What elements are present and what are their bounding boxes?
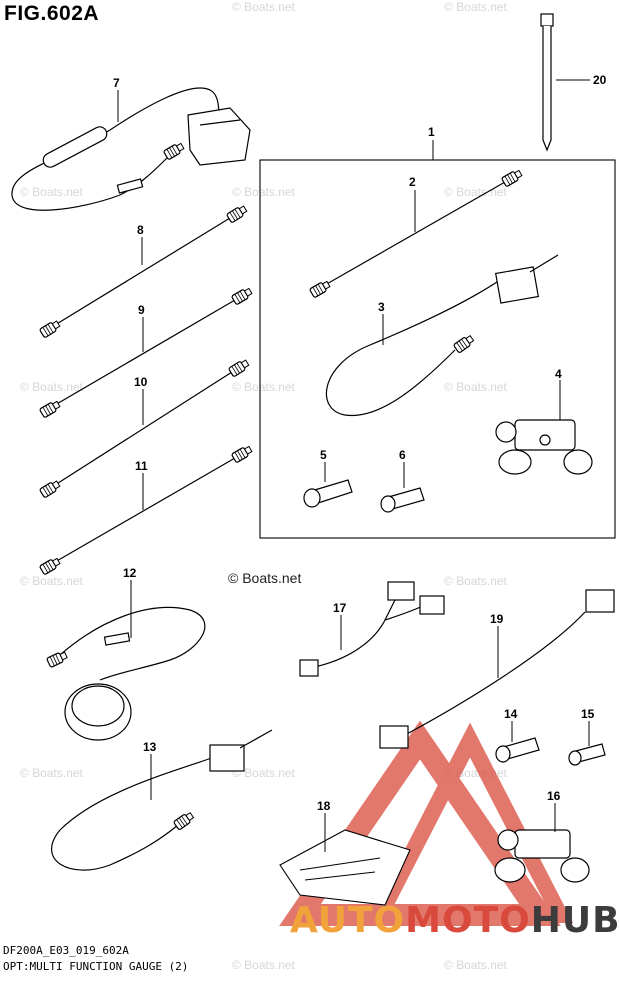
- part-16-tee-connector: [494, 829, 590, 883]
- brand-wordmark: AUTOMOTOHUB: [290, 900, 619, 941]
- brand-part-auto: AUTO: [290, 900, 406, 941]
- callout-18: 18: [317, 799, 331, 813]
- watermark: © Boats.net: [444, 185, 507, 199]
- callout-9: 9: [138, 303, 145, 317]
- watermark: © Boats.net: [232, 0, 295, 14]
- callout-17: 17: [333, 601, 347, 615]
- watermark: © Boats.net: [20, 574, 83, 588]
- callout-1: 1: [428, 125, 435, 139]
- callout-6: 6: [399, 448, 406, 462]
- watermark: © Boats.net: [232, 766, 295, 780]
- part-17-harness: [299, 581, 445, 677]
- watermark: © Boats.net: [232, 380, 295, 394]
- part-18-bag: [279, 829, 411, 906]
- part-2-cable: [308, 168, 524, 299]
- callout-10: 10: [134, 375, 148, 389]
- part-10-cable: [38, 357, 251, 499]
- callout-2: 2: [409, 175, 416, 189]
- part-20-cable-tie: [540, 13, 554, 152]
- part-11-cable: [38, 444, 254, 576]
- watermark: © Boats.net: [444, 574, 507, 588]
- part-19-cable: [379, 589, 615, 749]
- part-4-tee-connector: [495, 419, 593, 475]
- part-13-cable: [51, 729, 273, 871]
- part-7-cable: [11, 87, 251, 211]
- callout-4: 4: [555, 367, 562, 381]
- brand-logo-icon: [279, 720, 574, 926]
- part-14-terminator: [495, 737, 540, 763]
- watermark: © Boats.net: [20, 766, 83, 780]
- watermark: © Boats.net: [444, 958, 507, 972]
- part-3-cable: [325, 254, 559, 417]
- part-15-terminator: [568, 743, 606, 766]
- callout-20: 20: [593, 73, 607, 87]
- watermark: © Boats.net: [20, 185, 83, 199]
- callout-8: 8: [137, 223, 144, 237]
- watermark-center: © Boats.net: [228, 570, 302, 586]
- watermark: © Boats.net: [444, 0, 507, 14]
- figure-code: DF200A_E03_019_602A: [3, 944, 129, 957]
- callout-19: 19: [490, 612, 504, 626]
- watermark: © Boats.net: [444, 380, 507, 394]
- watermark: © Boats.net: [232, 958, 295, 972]
- part-6-terminator: [380, 487, 425, 513]
- leader-lines: [117, 79, 590, 852]
- callout-16: 16: [547, 789, 561, 803]
- brand-part-hub: HUB: [530, 900, 619, 941]
- kit-box: [259, 159, 616, 539]
- watermark: © Boats.net: [20, 380, 83, 394]
- callout-13: 13: [143, 740, 157, 754]
- callout-3: 3: [378, 300, 385, 314]
- callout-12: 12: [123, 566, 137, 580]
- part-12-antenna: [45, 606, 206, 741]
- part-9-cable: [38, 286, 254, 419]
- callout-14: 14: [504, 707, 518, 721]
- callout-11: 11: [135, 459, 148, 473]
- callout-15: 15: [581, 707, 595, 721]
- part-8-cable: [38, 203, 249, 339]
- callout-7: 7: [113, 76, 120, 90]
- watermark: © Boats.net: [232, 185, 295, 199]
- figure-description: OPT:MULTI FUNCTION GAUGE (2): [3, 960, 189, 973]
- figure-title: FIG.602A: [4, 2, 100, 25]
- brand-part-moto: MOTO: [405, 900, 531, 941]
- callout-5: 5: [320, 448, 327, 462]
- part-5-terminator: [303, 479, 353, 508]
